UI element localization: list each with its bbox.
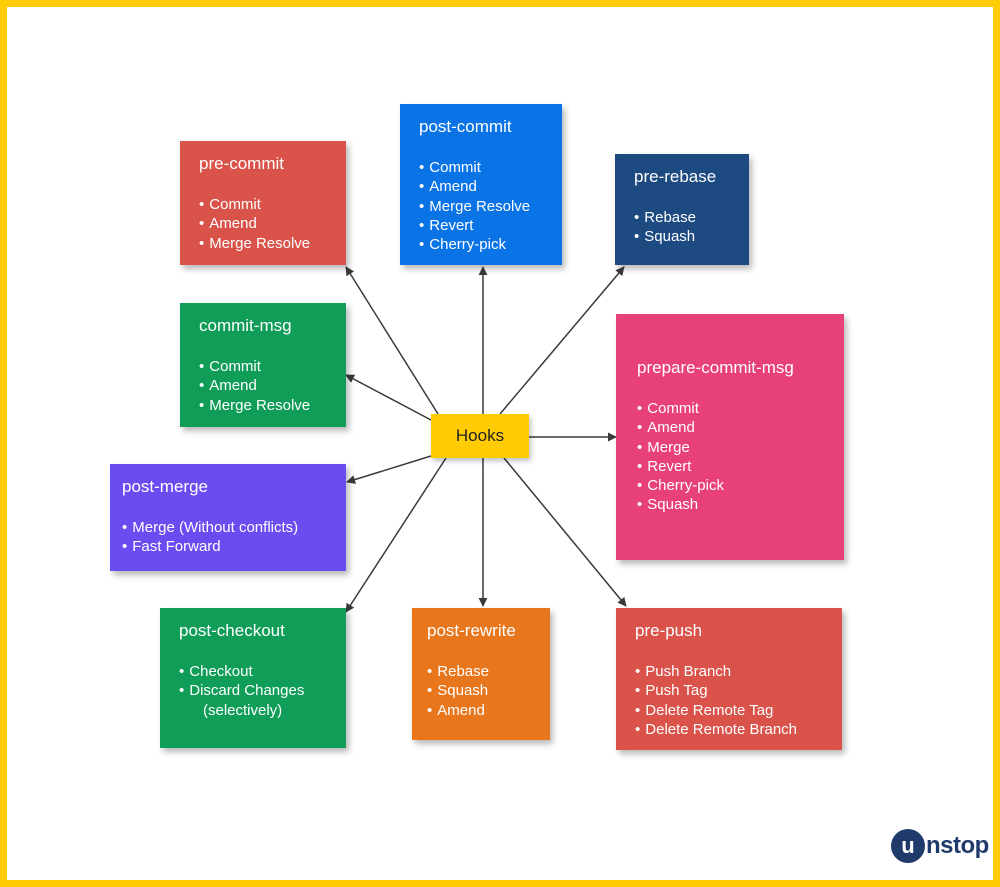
box-list-item: Rebase bbox=[634, 208, 731, 227]
box-item-list: RebaseSquash bbox=[634, 208, 731, 247]
box-list-item: Revert bbox=[637, 457, 826, 476]
pre-rebase-box: pre-rebase RebaseSquash bbox=[615, 154, 749, 265]
box-list-item: Commit bbox=[199, 357, 328, 376]
box-item-list: Merge (Without conflicts)Fast Forward bbox=[122, 518, 328, 557]
box-list-item: Push Branch bbox=[635, 662, 824, 681]
arrow-to-commit-msg bbox=[345, 374, 432, 421]
box-title: pre-rebase bbox=[634, 167, 717, 186]
box-list-item: Delete Remote Branch bbox=[635, 720, 824, 739]
post-commit-box: post-commit CommitAmendMerge ResolveReve… bbox=[400, 104, 562, 265]
box-item-list: RebaseSquashAmend bbox=[427, 662, 532, 720]
box-item-list: CheckoutDiscard Changes(selectively) bbox=[179, 662, 328, 720]
box-item-list: Push BranchPush TagDelete Remote TagDele… bbox=[635, 662, 824, 739]
box-title: commit-msg bbox=[199, 316, 292, 335]
box-list-item: Checkout bbox=[179, 662, 328, 681]
box-list-item: Amend bbox=[199, 214, 328, 233]
box-list-item: Cherry-pick bbox=[419, 235, 544, 254]
arrow-to-pre-commit bbox=[345, 266, 439, 415]
box-list-item: Discard Changes bbox=[179, 681, 328, 700]
box-item-list: CommitAmendMerge ResolveRevertCherry-pic… bbox=[419, 158, 544, 254]
unstop-logo: u nstop bbox=[891, 828, 989, 864]
box-list-item: Delete Remote Tag bbox=[635, 701, 824, 720]
arrow-to-post-checkout bbox=[345, 457, 447, 613]
commit-msg-box: commit-msg CommitAmendMerge Resolve bbox=[180, 303, 346, 427]
pre-commit-box: pre-commit CommitAmendMerge Resolve bbox=[180, 141, 346, 265]
box-list-item: Squash bbox=[637, 495, 826, 514]
box-list-item: Commit bbox=[637, 399, 826, 418]
box-list-item: Commit bbox=[199, 195, 328, 214]
box-list-item: Revert bbox=[419, 216, 544, 235]
box-list-item: Merge Resolve bbox=[199, 234, 328, 253]
box-list-item: Merge Resolve bbox=[419, 197, 544, 216]
arrow-to-post-merge bbox=[346, 455, 432, 484]
box-list-item: Squash bbox=[634, 227, 731, 246]
logo-mark: u bbox=[891, 829, 925, 863]
pre-push-box: pre-push Push BranchPush TagDelete Remot… bbox=[616, 608, 842, 750]
box-list-item: Commit bbox=[419, 158, 544, 177]
box-list-item: (selectively) bbox=[203, 701, 283, 719]
post-checkout-box: post-checkout CheckoutDiscard Changes(se… bbox=[160, 608, 346, 748]
box-title: post-checkout bbox=[179, 621, 285, 640]
box-list-item: Rebase bbox=[427, 662, 532, 681]
box-list-item: Merge Resolve bbox=[199, 396, 328, 415]
box-list-item: Merge (Without conflicts) bbox=[122, 518, 328, 537]
box-title: pre-commit bbox=[199, 154, 285, 173]
arrow-to-pre-push bbox=[503, 457, 627, 607]
box-title: pre-push bbox=[635, 621, 703, 640]
box-item-list: CommitAmendMerge Resolve bbox=[199, 357, 328, 415]
box-list-item: Merge bbox=[637, 438, 826, 457]
logo-wordmark: nstop bbox=[926, 832, 989, 859]
box-list-item: Amend bbox=[637, 418, 826, 437]
arrow-to-pre-rebase bbox=[499, 266, 625, 415]
box-list-item: Push Tag bbox=[635, 681, 824, 700]
box-title: prepare-commit-msg bbox=[637, 358, 794, 377]
box-list-item: Squash bbox=[427, 681, 532, 700]
box-list-item: Cherry-pick bbox=[637, 476, 826, 495]
box-list-item: Amend bbox=[419, 177, 544, 196]
box-list-item: Amend bbox=[199, 376, 328, 395]
box-list-item: Amend bbox=[427, 701, 532, 720]
post-rewrite-box: post-rewrite RebaseSquashAmend bbox=[412, 608, 550, 740]
box-list-item: Fast Forward bbox=[122, 537, 328, 556]
prepare-commit-msg-box: prepare-commit-msg CommitAmendMergeRever… bbox=[616, 314, 844, 560]
box-title: post-merge bbox=[122, 477, 208, 496]
hooks-hub: Hooks bbox=[431, 414, 529, 458]
box-title: post-commit bbox=[419, 117, 512, 136]
box-title: post-rewrite bbox=[427, 621, 516, 640]
box-item-list: CommitAmendMergeRevertCherry-pickSquash bbox=[637, 399, 826, 515]
post-merge-box: post-merge Merge (Without conflicts)Fast… bbox=[110, 464, 346, 571]
box-item-list: CommitAmendMerge Resolve bbox=[199, 195, 328, 253]
